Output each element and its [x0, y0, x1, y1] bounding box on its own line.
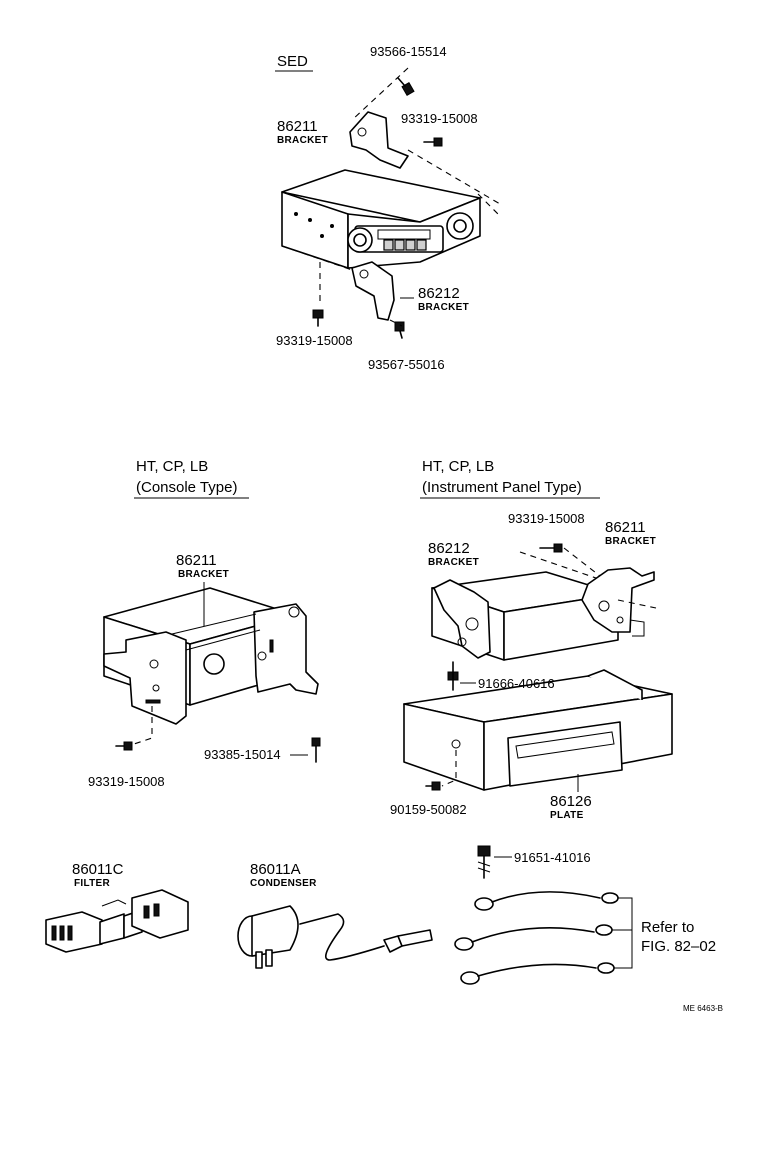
- part-93566-15514: 93566-15514: [370, 44, 447, 59]
- part-91666-40616: 91666-40616: [478, 676, 555, 691]
- refer-to-line1: Refer to: [641, 919, 694, 936]
- screw-91666-icon: [447, 661, 459, 691]
- part-93385-15014: 93385-15014: [204, 747, 281, 762]
- bracket-86211-console: [103, 603, 319, 725]
- console-heading-line2: (Console Type): [136, 479, 237, 496]
- part-86011C: 86011C: [72, 861, 124, 878]
- screw-90159-icon: [425, 781, 441, 791]
- bracket-label-sed-upper: BRACKET: [277, 135, 328, 146]
- console-heading-line1: HT, CP, LB: [136, 458, 208, 475]
- bracket-label-panel-left: BRACKET: [428, 557, 479, 568]
- panel-type-section: HT, CP, LB (Instrument Panel Type): [390, 458, 673, 821]
- bracket-label-sed-lower: BRACKET: [418, 302, 469, 313]
- screw-93385-icon: [311, 737, 321, 763]
- sed-heading: SED: [277, 53, 308, 70]
- bracket-label-panel-right: BRACKET: [605, 536, 656, 547]
- panel-heading-line1: HT, CP, LB: [422, 458, 494, 475]
- panel-heading-line2: (Instrument Panel Type): [422, 479, 582, 496]
- condenser-icon: [237, 905, 433, 969]
- part-93319-15008-sed-top: 93319-15008: [401, 111, 478, 126]
- part-86126: 86126: [550, 793, 592, 810]
- part-86211-sed: 86211: [277, 118, 318, 135]
- radio-unit-sed: [281, 169, 481, 269]
- bracket-label-console: BRACKET: [178, 569, 229, 580]
- part-86212-panel: 86212: [428, 540, 470, 557]
- part-90159-50082: 90159-50082: [390, 802, 467, 817]
- ground-strap-3-icon: [460, 962, 615, 985]
- ground-strap-section: 91651-41016 Refer to FIG. 82–02: [454, 845, 716, 985]
- bracket-86211-sed: [349, 111, 409, 169]
- part-93567-55016: 93567-55016: [368, 357, 445, 372]
- noise-filter-icon: [45, 889, 189, 953]
- bracket-86212-panel: [433, 579, 491, 659]
- filter-label: FILTER: [74, 878, 111, 889]
- bracket-86212-sed: [351, 261, 395, 321]
- condenser-section: 86011A CONDENSER: [237, 861, 433, 969]
- reference-bracket: [614, 897, 633, 969]
- part-86212-sed: 86212: [418, 285, 460, 302]
- bolt-93319-sed-bottom-icon: [312, 309, 324, 327]
- plate-86126: [403, 669, 673, 791]
- part-86211-panel: 86211: [605, 519, 646, 536]
- console-type-section: HT, CP, LB (Console Type): [88, 458, 321, 789]
- filter-section: 86011C FILTER: [45, 861, 189, 953]
- refer-to-line2: FIG. 82–02: [641, 938, 716, 955]
- bolt-91651-icon: [477, 845, 491, 879]
- part-93319-15008-sed-bottom: 93319-15008: [276, 333, 353, 348]
- ground-strap-1-icon: [474, 891, 619, 911]
- screw-93567-icon: [394, 321, 405, 339]
- ground-strap-2-icon: [454, 924, 613, 951]
- part-86211-console: 86211: [176, 552, 217, 569]
- figure-code: ME 6463-B: [683, 1004, 723, 1013]
- bolt-93319-sed-top-icon: [423, 137, 443, 147]
- part-86011A: 86011A: [250, 861, 301, 878]
- part-91651-41016: 91651-41016: [514, 850, 591, 865]
- bolt-93319-console-icon: [115, 741, 133, 751]
- bolt-93319-panel-icon: [539, 543, 563, 553]
- screw-93566-icon: [397, 77, 415, 97]
- part-93319-15008-console: 93319-15008: [88, 774, 165, 789]
- condenser-label: CONDENSER: [250, 878, 317, 889]
- part-93319-15008-panel: 93319-15008: [508, 511, 585, 526]
- plate-label: PLATE: [550, 810, 584, 821]
- sed-section: SED: [275, 44, 501, 372]
